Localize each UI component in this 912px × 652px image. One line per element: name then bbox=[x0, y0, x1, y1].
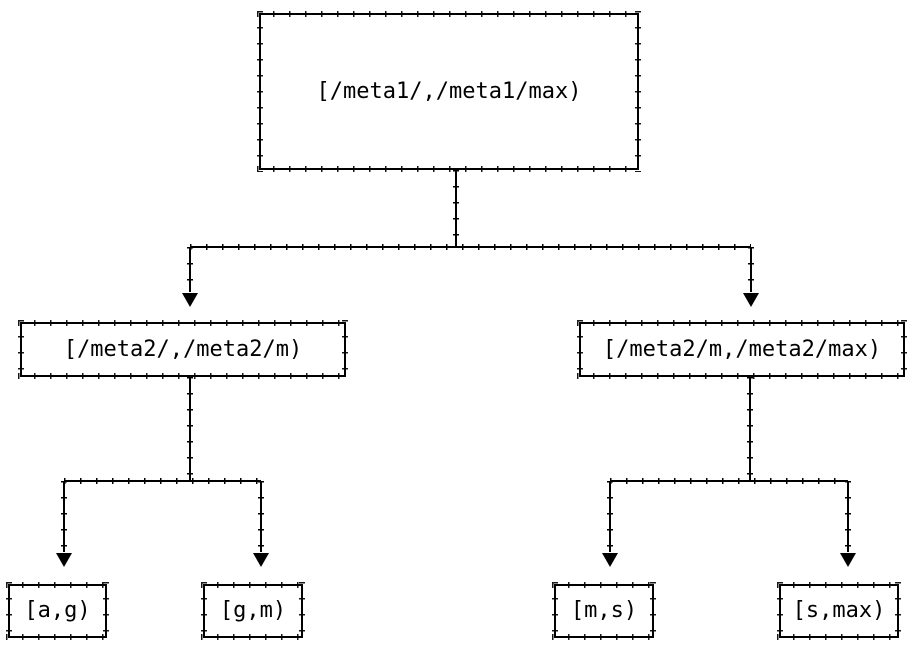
node-leaf-ms: [m,s) bbox=[552, 582, 656, 640]
node-leaf-ms-label: [m,s) bbox=[570, 598, 638, 623]
arrowhead-down-icon bbox=[253, 553, 269, 567]
node-mid-left: [/meta2/,/meta2/m) bbox=[18, 320, 348, 379]
node-root-label: [/meta1/,/meta1/max) bbox=[316, 78, 582, 104]
node-mid-left-label: [/meta2/,/meta2/m) bbox=[63, 336, 303, 362]
edge-root-children-ticks bbox=[187, 170, 754, 292]
arrowhead-down-icon bbox=[743, 293, 759, 307]
arrowhead-down-icon bbox=[840, 553, 856, 567]
node-mid-right-label: [/meta2/m,/meta2/max) bbox=[602, 336, 882, 362]
edge-root-children bbox=[189, 170, 752, 292]
edge-midleft-children-ticks bbox=[61, 377, 264, 552]
node-root: [/meta1/,/meta1/max) bbox=[257, 11, 641, 172]
arrowhead-down-icon bbox=[56, 553, 72, 567]
arrowhead-down-icon bbox=[602, 553, 618, 567]
edge-midleft-children bbox=[63, 377, 262, 552]
node-leaf-gm-label: [g,m) bbox=[219, 598, 287, 623]
arrowhead-down-icon bbox=[182, 293, 198, 307]
edge-group-root bbox=[182, 170, 759, 307]
node-leaf-smax-label: [s,max) bbox=[792, 598, 886, 623]
edge-midright-children bbox=[609, 377, 849, 552]
node-leaf-smax: [s,max) bbox=[777, 582, 901, 640]
node-leaf-ag-label: [a,g) bbox=[24, 598, 91, 623]
edge-midright-children-ticks bbox=[607, 377, 851, 552]
edge-group-mid-left bbox=[56, 377, 269, 567]
edge-group-mid-right bbox=[602, 377, 856, 567]
node-mid-right: [/meta2/m,/meta2/max) bbox=[577, 320, 907, 379]
node-leaf-ag: [a,g) bbox=[6, 582, 109, 640]
node-leaf-gm: [g,m) bbox=[201, 582, 305, 640]
